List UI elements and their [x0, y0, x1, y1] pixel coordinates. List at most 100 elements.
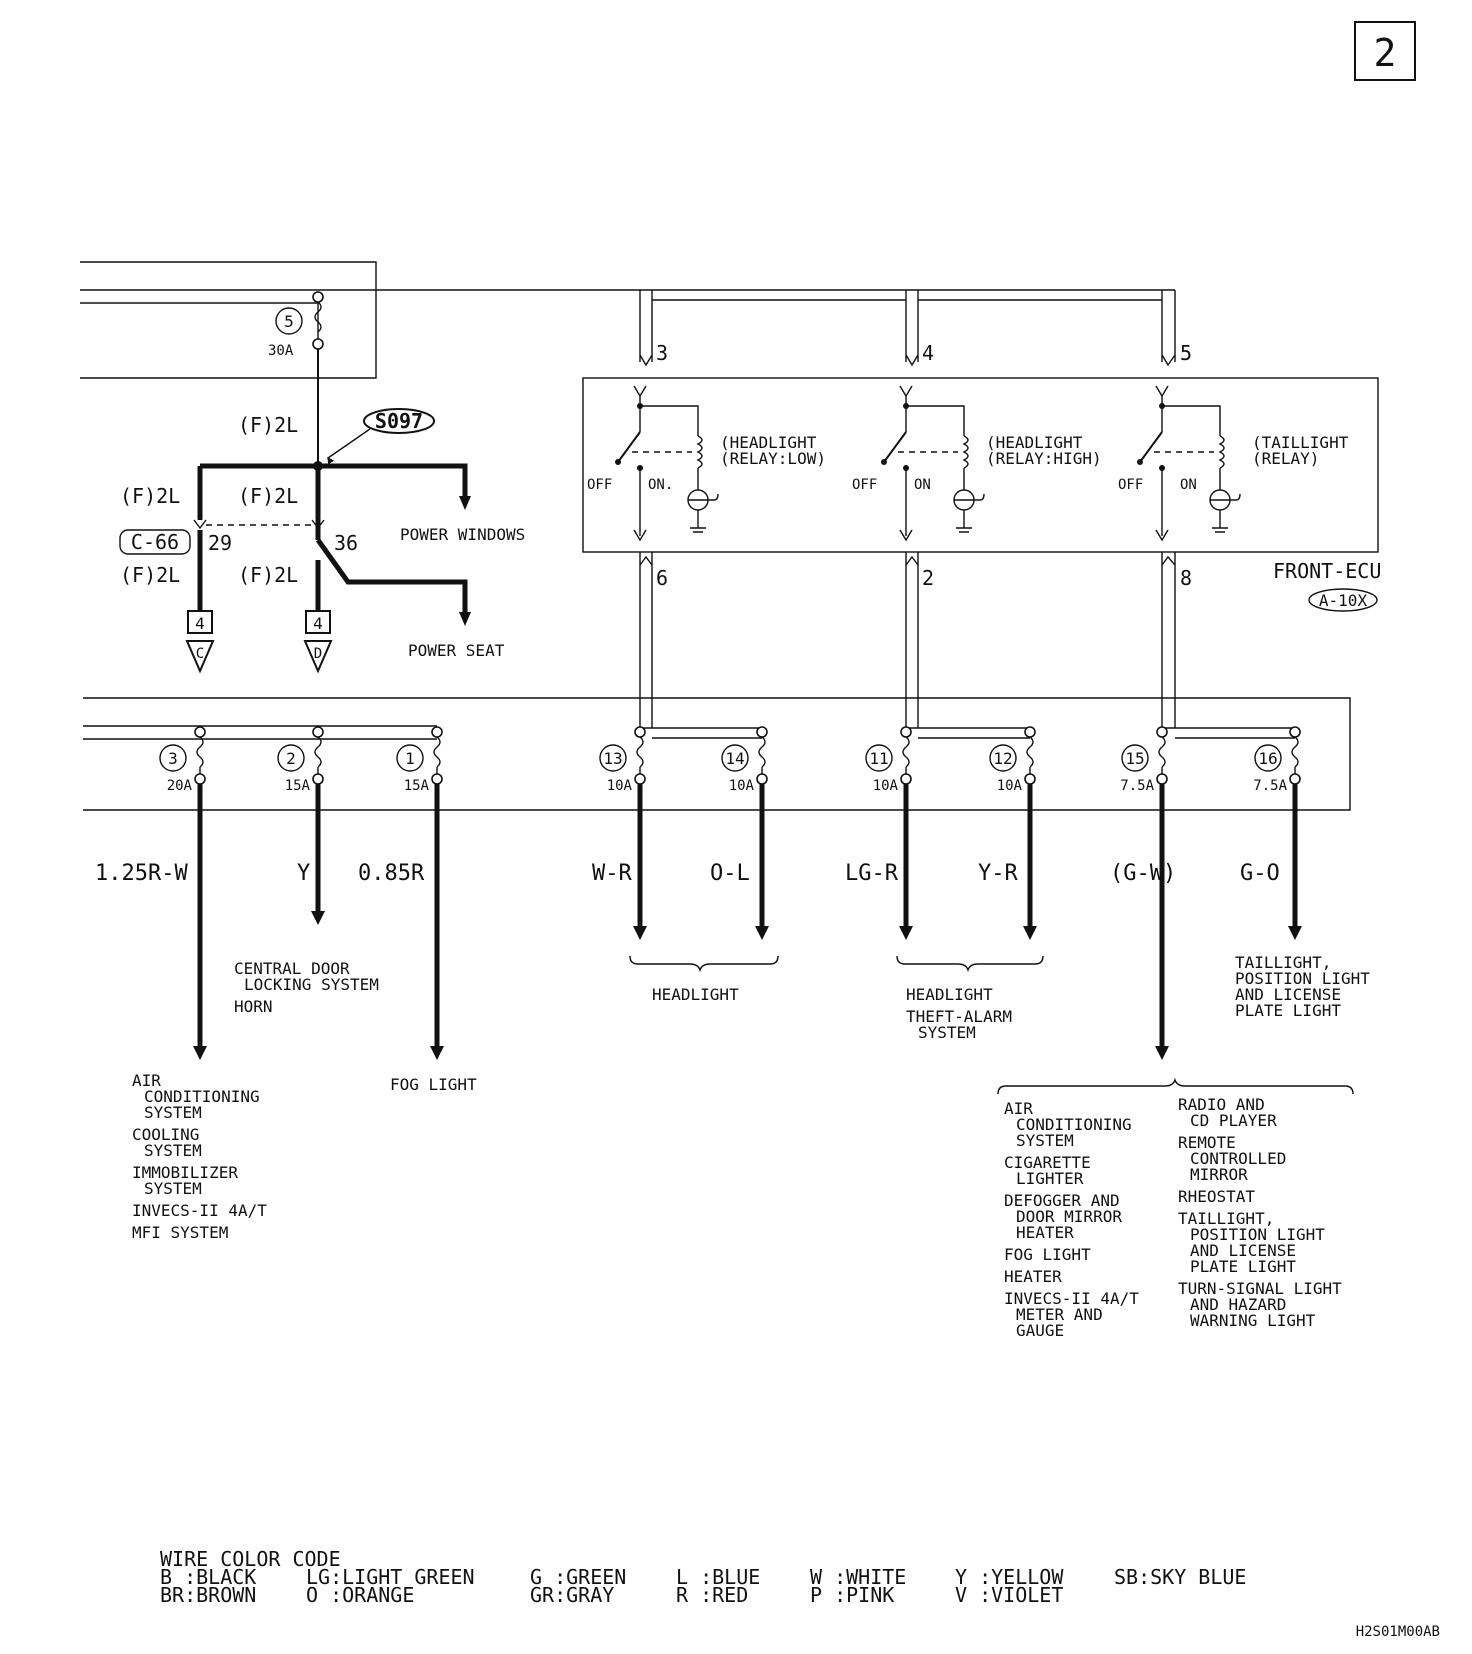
ecu-output-pin: 2: [922, 566, 934, 590]
fuse-number: 3: [168, 749, 178, 768]
ecu-input-pin: 3: [656, 341, 668, 365]
relay: [1137, 385, 1241, 542]
fuse-rating: 7.5A: [1120, 778, 1154, 794]
dest-item: CONTROLLED: [1190, 1149, 1286, 1168]
ecu-output-pin: 8: [1180, 566, 1192, 590]
dest-item: SYSTEM: [918, 1023, 976, 1042]
splice-label: S097: [375, 409, 423, 433]
legend-entry: SB:SKY BLUE: [1114, 1565, 1246, 1589]
dest-item: DOOR MIRROR: [1016, 1207, 1122, 1226]
dest-item: REMOTE: [1178, 1133, 1236, 1152]
dest-item: METER AND: [1016, 1305, 1103, 1324]
dest-item: RHEOSTAT: [1178, 1187, 1255, 1206]
ecu-name: FRONT-ECU: [1273, 559, 1381, 583]
output-wire: [755, 784, 769, 940]
ecu-code: A-10X: [1319, 591, 1368, 610]
relay-off-label: OFF: [587, 477, 612, 493]
legend-entry: G :GREEN: [530, 1565, 626, 1589]
fuse-number-circle: [396, 744, 424, 772]
fuse-number-circle: [1254, 744, 1282, 772]
relay-on-label: ON.: [648, 477, 673, 493]
legend-entry: V :VIOLET: [955, 1583, 1063, 1607]
dest-fuse16: TAILLIGHT, POSITION LIGHT AND LICENSE PL…: [1235, 953, 1370, 1020]
fuse-number: 11: [869, 749, 888, 768]
legend-entry: O :ORANGE: [306, 1583, 414, 1607]
fuse-number: 2: [286, 749, 296, 768]
fuse-rating: 15A: [404, 778, 430, 794]
legend-entry: LG:LIGHT GREEN: [306, 1565, 475, 1589]
dest-item: IMMOBILIZER: [132, 1163, 238, 1182]
dest-item: SYSTEM: [144, 1103, 202, 1122]
relay-on-label: ON: [914, 477, 931, 493]
fuse-rating: 15A: [285, 778, 311, 794]
dest-item: INVECS-II 4A/T: [1004, 1289, 1139, 1308]
relay-off-label: OFF: [1118, 477, 1143, 493]
dest-item: GAUGE: [1016, 1321, 1064, 1340]
dest-item: HORN: [234, 997, 273, 1016]
relay: [615, 385, 719, 542]
dest-item: AND LICENSE: [1235, 985, 1341, 1004]
wire-spec-label: (F)2L: [120, 563, 180, 587]
fusible-link-number: 5: [284, 312, 294, 331]
jump-letter: D: [314, 646, 322, 662]
wire-spec-label: (F)2L: [238, 484, 298, 508]
relay-label: (HEADLIGHT: [720, 433, 817, 452]
jump-letter: C: [196, 646, 204, 662]
fuse-number: 16: [1258, 749, 1277, 768]
dest-item: TURN-SIGNAL LIGHT: [1178, 1279, 1342, 1298]
ecu-output-pin: 6: [656, 566, 668, 590]
fuse-rating: 10A: [729, 778, 755, 794]
dest-item: HEADLIGHT: [906, 985, 993, 1004]
relay-label: (TAILLIGHT: [1252, 433, 1349, 452]
dest-item: SYSTEM: [1016, 1131, 1074, 1150]
dest-item: CONDITIONING: [144, 1087, 260, 1106]
legend-entry: GR:GRAY: [530, 1583, 614, 1607]
fuse-number: 12: [993, 749, 1012, 768]
dest-fuse2: CENTRAL DOOR LOCKING SYSTEM HORN: [234, 959, 379, 1016]
dest-item: AND HAZARD: [1190, 1295, 1286, 1314]
connector-label: C-66: [131, 530, 179, 554]
wire-color-label: O-L: [710, 861, 750, 886]
output-wire: [1288, 784, 1302, 940]
fuse-number-circle: [989, 744, 1017, 772]
jump-mark-d: 4 D: [303, 610, 333, 674]
power-windows-label: POWER WINDOWS: [400, 525, 525, 544]
fusible-link-rating: 30A: [268, 343, 294, 359]
page-number: 2: [1374, 31, 1397, 75]
power-seat-label: POWER SEAT: [408, 641, 505, 660]
dest-item: TAILLIGHT,: [1178, 1209, 1274, 1228]
fuse-rating: 10A: [997, 778, 1023, 794]
dest-fuse15: AIR CONDITIONING SYSTEM CIGARETTE LIGHTE…: [997, 1077, 1354, 1340]
relay-label: (RELAY:HIGH): [986, 449, 1102, 468]
fuse-rating: 20A: [167, 778, 193, 794]
wire-color-label: W-R: [592, 861, 632, 886]
wire-color-label: 0.85R: [358, 861, 425, 886]
dest-item: MFI SYSTEM: [132, 1223, 228, 1242]
legend-entry: B :BLACK: [160, 1565, 256, 1589]
legend-entry: L :BLUE: [676, 1565, 760, 1589]
wire-color-label: 1.25R-W: [95, 861, 188, 886]
dest-item: CIGARETTE: [1004, 1153, 1091, 1172]
legend-entry: Y :YELLOW: [955, 1565, 1064, 1589]
connector-c66: C-66 29 36: [119, 519, 358, 555]
connector-pin: 29: [208, 531, 232, 555]
legend-entry: W :WHITE: [810, 1565, 906, 1589]
wire-color-label: LG-R: [845, 861, 899, 886]
output-wire: [430, 784, 444, 1060]
page-number-box: 2: [1354, 21, 1416, 81]
dest-item: HEATER: [1004, 1267, 1062, 1286]
dest-item: MIRROR: [1190, 1165, 1248, 1184]
relay-label: (HEADLIGHT: [986, 433, 1083, 452]
dest-item: AIR: [1004, 1099, 1033, 1118]
wire-color-legend: WIRE COLOR CODE B :BLACK LG:LIGHT GREEN …: [160, 1547, 1246, 1607]
fuse-number-circle: [277, 744, 305, 772]
drawing-id: H2S01M00AB: [1356, 1624, 1440, 1640]
wire-color-label: Y-R: [978, 861, 1018, 886]
fuse-number: 14: [725, 749, 744, 768]
dest-item: SYSTEM: [144, 1141, 202, 1160]
fuse-number: 1: [405, 749, 415, 768]
dest-item: CONDITIONING: [1016, 1115, 1132, 1134]
dest-fuse3: AIR CONDITIONING SYSTEM COOLING SYSTEM I…: [132, 1071, 267, 1242]
legend-entry: R :RED: [676, 1583, 748, 1607]
